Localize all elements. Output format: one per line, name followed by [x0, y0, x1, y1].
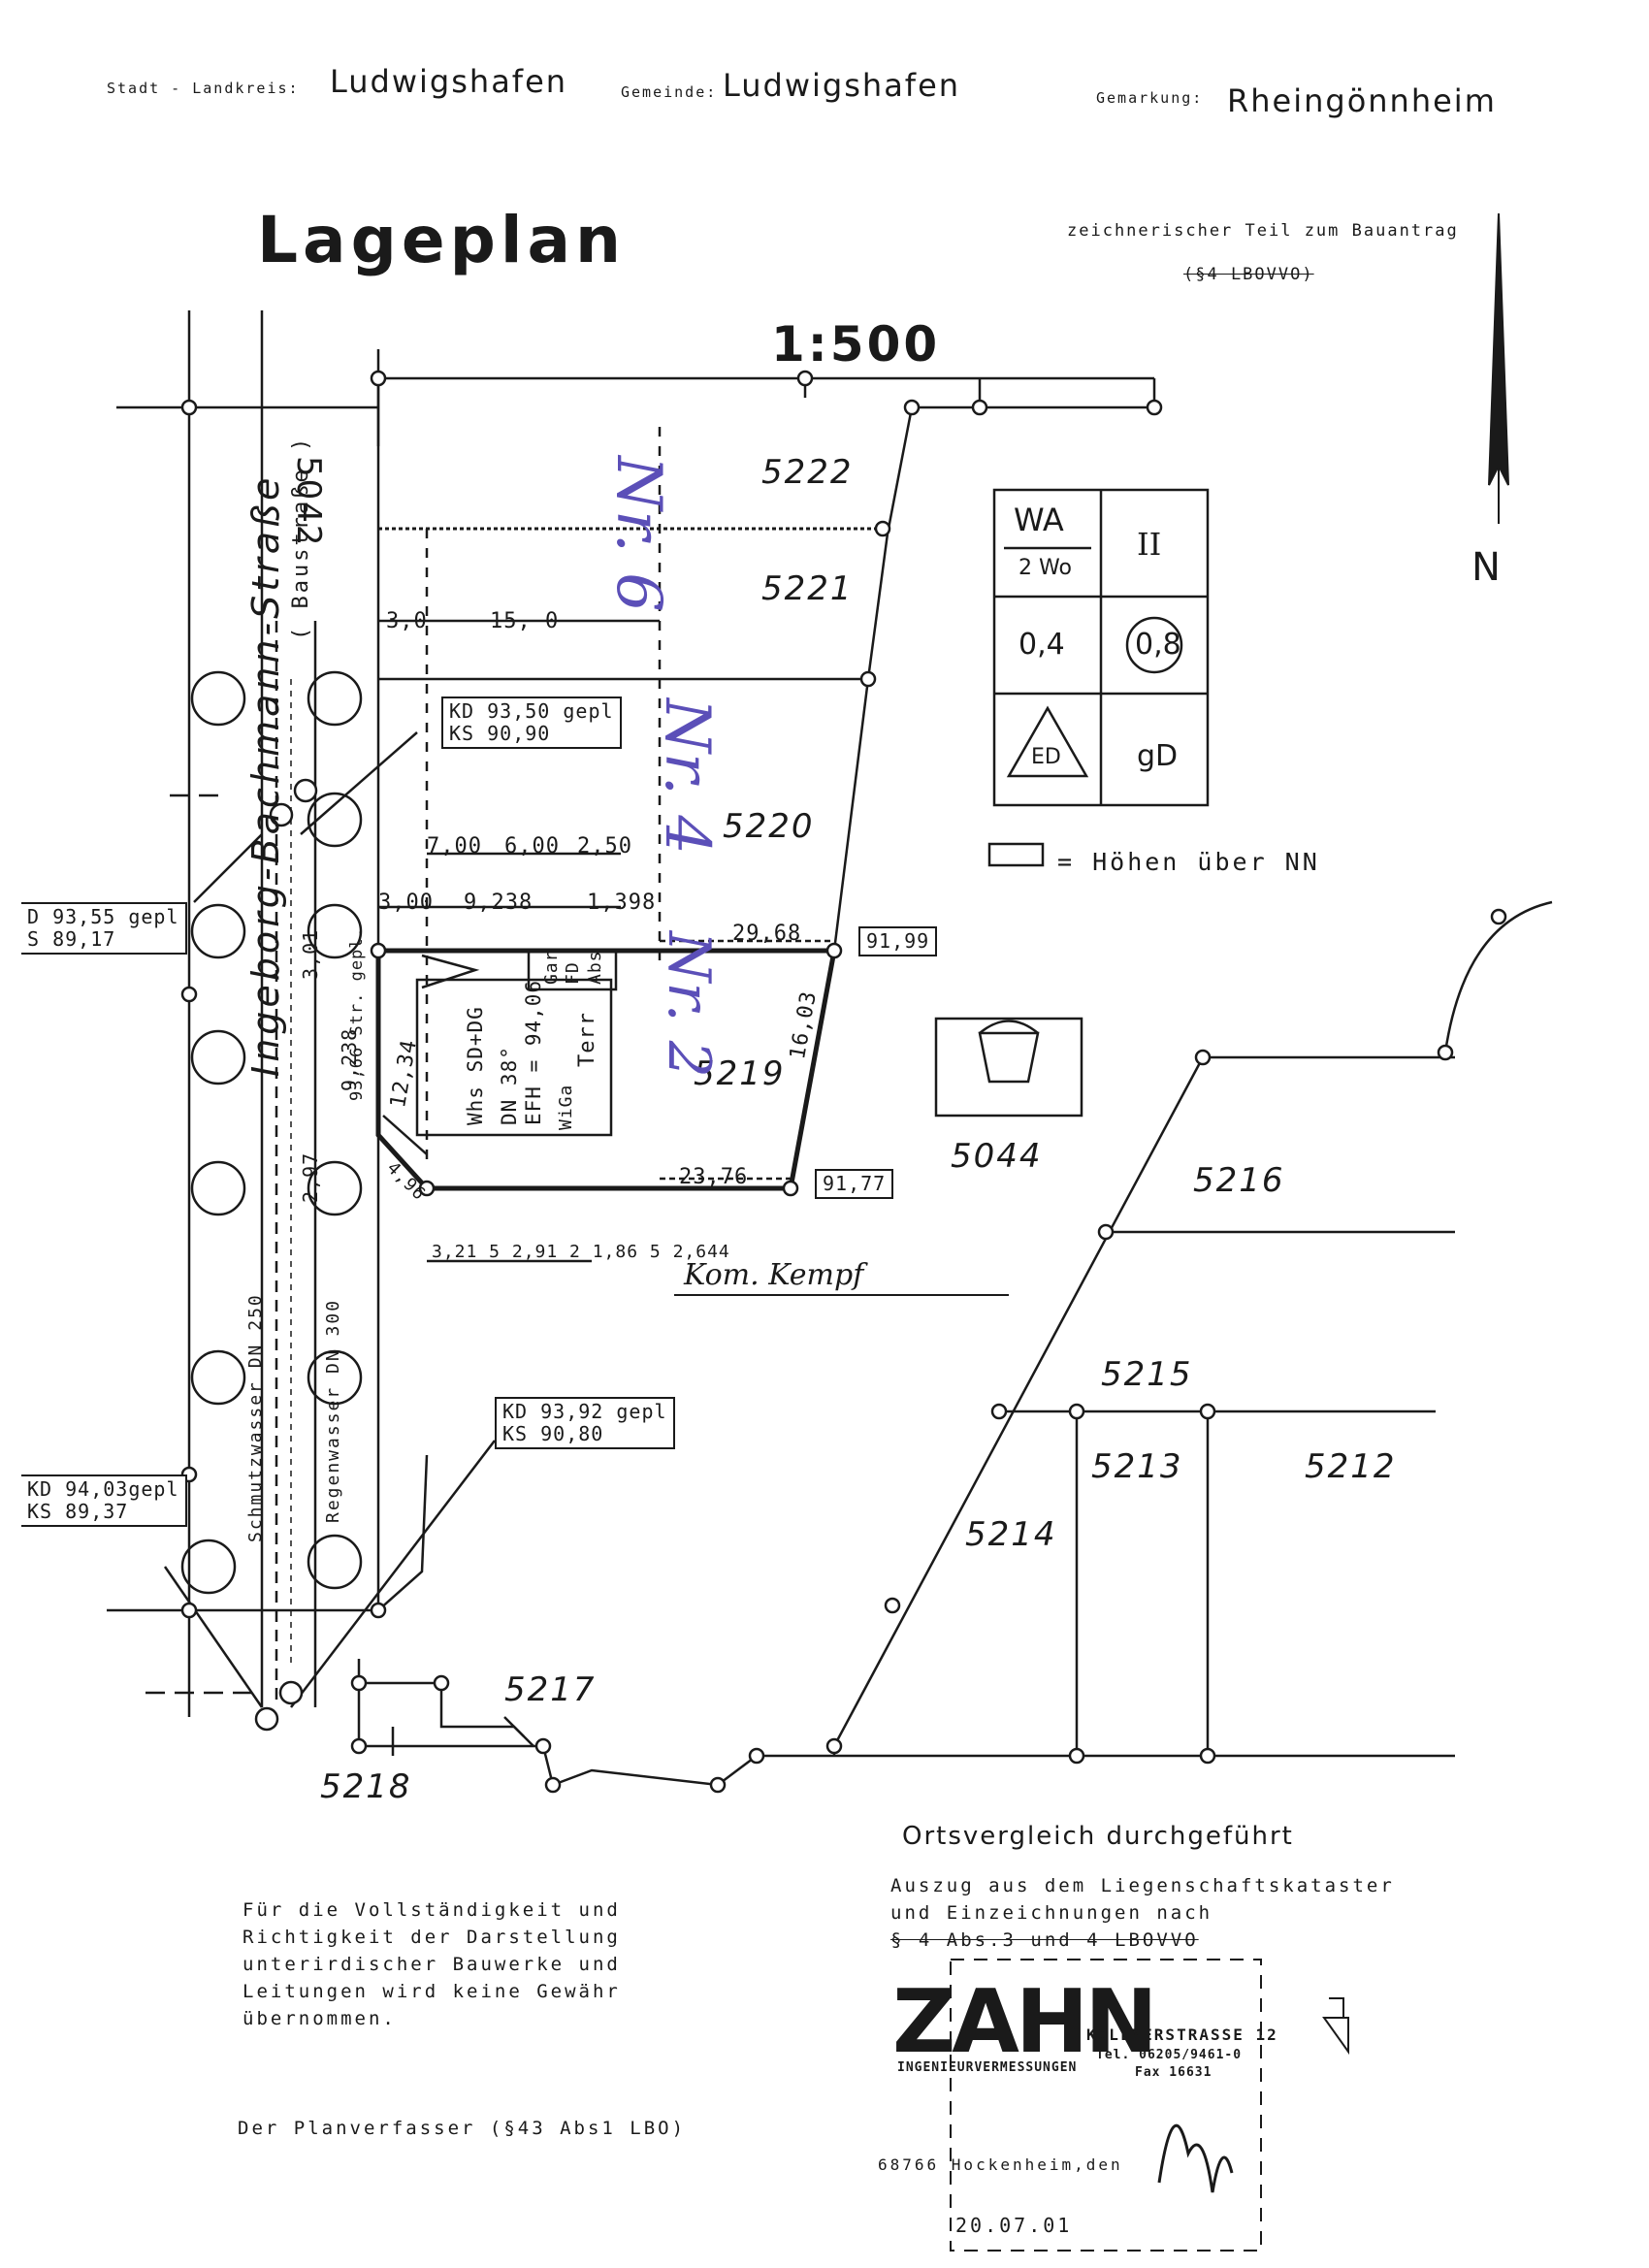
level-ks1: KS 90,90 — [449, 722, 551, 745]
parcel-5218: 5218 — [320, 1767, 412, 1806]
rainwater-label: Regenwasser DN 300 — [323, 1298, 343, 1523]
kom-label: Kom. Kempf — [684, 1258, 864, 1292]
street-name: Ingeborg-Bachmann-Straße — [244, 473, 287, 1077]
stamp-company: ZAHN — [892, 1971, 1158, 2073]
nutzung-gfz: 0,8 — [1135, 628, 1181, 662]
dim-3-0: 3,0 — [386, 609, 428, 633]
level-kd4: KD 94,03gepl — [27, 1477, 179, 1501]
house-efh: EFH = 94,06 — [522, 979, 545, 1125]
ortsvergleich: Ortsvergleich durchgeführt — [902, 1822, 1294, 1851]
house-abs: Abs — [585, 950, 605, 985]
auszug-line1: Auszug aus dem Liegenschaftskataster — [890, 1875, 1395, 1896]
handwritten-nr4: Nr. 4 — [651, 698, 723, 855]
subtitle-line1: zeichnerischer Teil zum Bauantrag — [1067, 221, 1459, 241]
house-wiga: WiGa — [556, 1084, 576, 1130]
handwritten-nr2: Nr. 2 — [655, 931, 723, 1078]
dim-15-0: 15, 0 — [490, 609, 560, 633]
dim-29-68: 29,68 — [732, 922, 802, 946]
stadt-value: Ludwigshafen — [330, 63, 568, 100]
level-kd3: KD 93,92 gepl — [502, 1400, 667, 1423]
auszug-line3: § 4 Abs.3 und 4 LBOVVO — [890, 1929, 1199, 1951]
level-box-3: KD 93,92 gepl KS 90,80 — [495, 1397, 675, 1449]
street-level: 93,66 Str. gepl. — [347, 926, 367, 1101]
stamp-fax: Fax 16631 — [1135, 2065, 1212, 2080]
nutzung-ed: ED — [1031, 745, 1061, 769]
subtitle-line2: (§4 LBOVVO) — [1183, 265, 1314, 284]
parcel-5220: 5220 — [723, 807, 815, 846]
gemeinde-value: Ludwigshafen — [723, 67, 961, 104]
dim-9-238: 9,238 — [464, 891, 534, 915]
level-ks2: S 89,17 — [27, 927, 116, 951]
stamp-tel: Tel. 06205/9461-0 — [1096, 2048, 1243, 2062]
dim-6-00: 6,00 — [504, 834, 560, 859]
gemarkung-value: Rheingönnheim — [1227, 82, 1497, 119]
stamp-city: 68766 Hockenheim,den — [878, 2155, 1123, 2174]
disclaimer: Für die Vollständigkeit und Richtigkeit … — [242, 1899, 621, 2029]
parcel-5217: 5217 — [504, 1670, 597, 1709]
level-box-2: D 93,55 gepl S 89,17 — [21, 902, 187, 955]
level-ks4: KS 89,37 — [27, 1500, 129, 1523]
house-dn: DN 38° — [498, 1046, 521, 1125]
level-kd2: D 93,55 gepl — [27, 905, 179, 928]
house-gar: Gar — [541, 950, 562, 985]
handwritten-nr6: Nr. 6 — [602, 456, 674, 612]
dim-2-50: 2,50 — [577, 834, 632, 859]
parcel-5213: 5213 — [1091, 1447, 1183, 1486]
north-label: N — [1471, 545, 1503, 590]
level-kd1: KD 93,50 gepl — [449, 699, 614, 723]
stamp-company-sub: INGENIEURVERMESSUNGEN — [897, 2060, 1078, 2075]
gemeinde-label: Gemeinde: — [621, 83, 718, 101]
level-box-1: KD 93,50 gepl KS 90,90 — [441, 697, 622, 749]
parcel-5042: 5042 — [289, 456, 328, 548]
parcel-5222: 5222 — [761, 453, 854, 492]
parcel-5219: 5219 — [694, 1054, 786, 1093]
nutzung-gd: gD — [1137, 739, 1179, 773]
height-box-2: 91,77 — [815, 1169, 894, 1199]
dim-row-bottom: 3,21 5 2,91 2 1,86 5 2,644 — [432, 1242, 730, 1262]
parcel-5216: 5216 — [1193, 1161, 1285, 1200]
nutzung-wo: 2 Wo — [1018, 556, 1072, 580]
nutzung-ii: II — [1137, 526, 1162, 563]
dim-3-00: 3,00 — [378, 891, 434, 915]
sewer-label: Schmutzwasser DN 250 — [245, 1293, 266, 1542]
scale-label: 1:500 — [771, 316, 941, 373]
legend-text: = Höhen über NN — [1057, 848, 1320, 876]
house-fd: FD — [563, 961, 583, 985]
parcel-5215: 5215 — [1101, 1355, 1193, 1394]
stadt-label: Stadt - Landkreis: — [107, 80, 300, 97]
nutzung-grz: 0,4 — [1018, 628, 1065, 662]
auszug-line2: und Einzeichnungen nach — [890, 1902, 1213, 1924]
level-ks3: KS 90,80 — [502, 1422, 604, 1445]
dim-3-01: 3,01 — [299, 928, 322, 980]
height-box-1: 91,99 — [858, 926, 938, 956]
stamp-date: 20.07.01 — [955, 2214, 1073, 2237]
house-use: Whs SD+DG — [464, 1006, 487, 1125]
dim-23-76: 23,76 — [679, 1165, 749, 1189]
dim-2-97: 2,97 — [299, 1151, 322, 1203]
dim-7-00: 7,00 — [427, 834, 482, 859]
stamp-address: KOLLMERSTRASSE 12 — [1086, 2025, 1278, 2044]
parcel-5044: 5044 — [951, 1137, 1043, 1176]
page-title: Lageplan — [257, 203, 626, 277]
dim-1-398: 1,398 — [587, 891, 657, 915]
planverfasser: Der Planverfasser (§43 Abs1 LBO) — [238, 2118, 687, 2139]
parcel-5212: 5212 — [1305, 1447, 1397, 1486]
house-terr: Terr — [575, 1012, 599, 1067]
parcel-5221: 5221 — [761, 569, 854, 608]
gemarkung-label: Gemarkung: — [1096, 89, 1204, 107]
parcel-5214: 5214 — [965, 1515, 1057, 1554]
level-box-4: KD 94,03gepl KS 89,37 — [21, 1474, 187, 1527]
nutzung-wa: WA — [1014, 502, 1064, 538]
